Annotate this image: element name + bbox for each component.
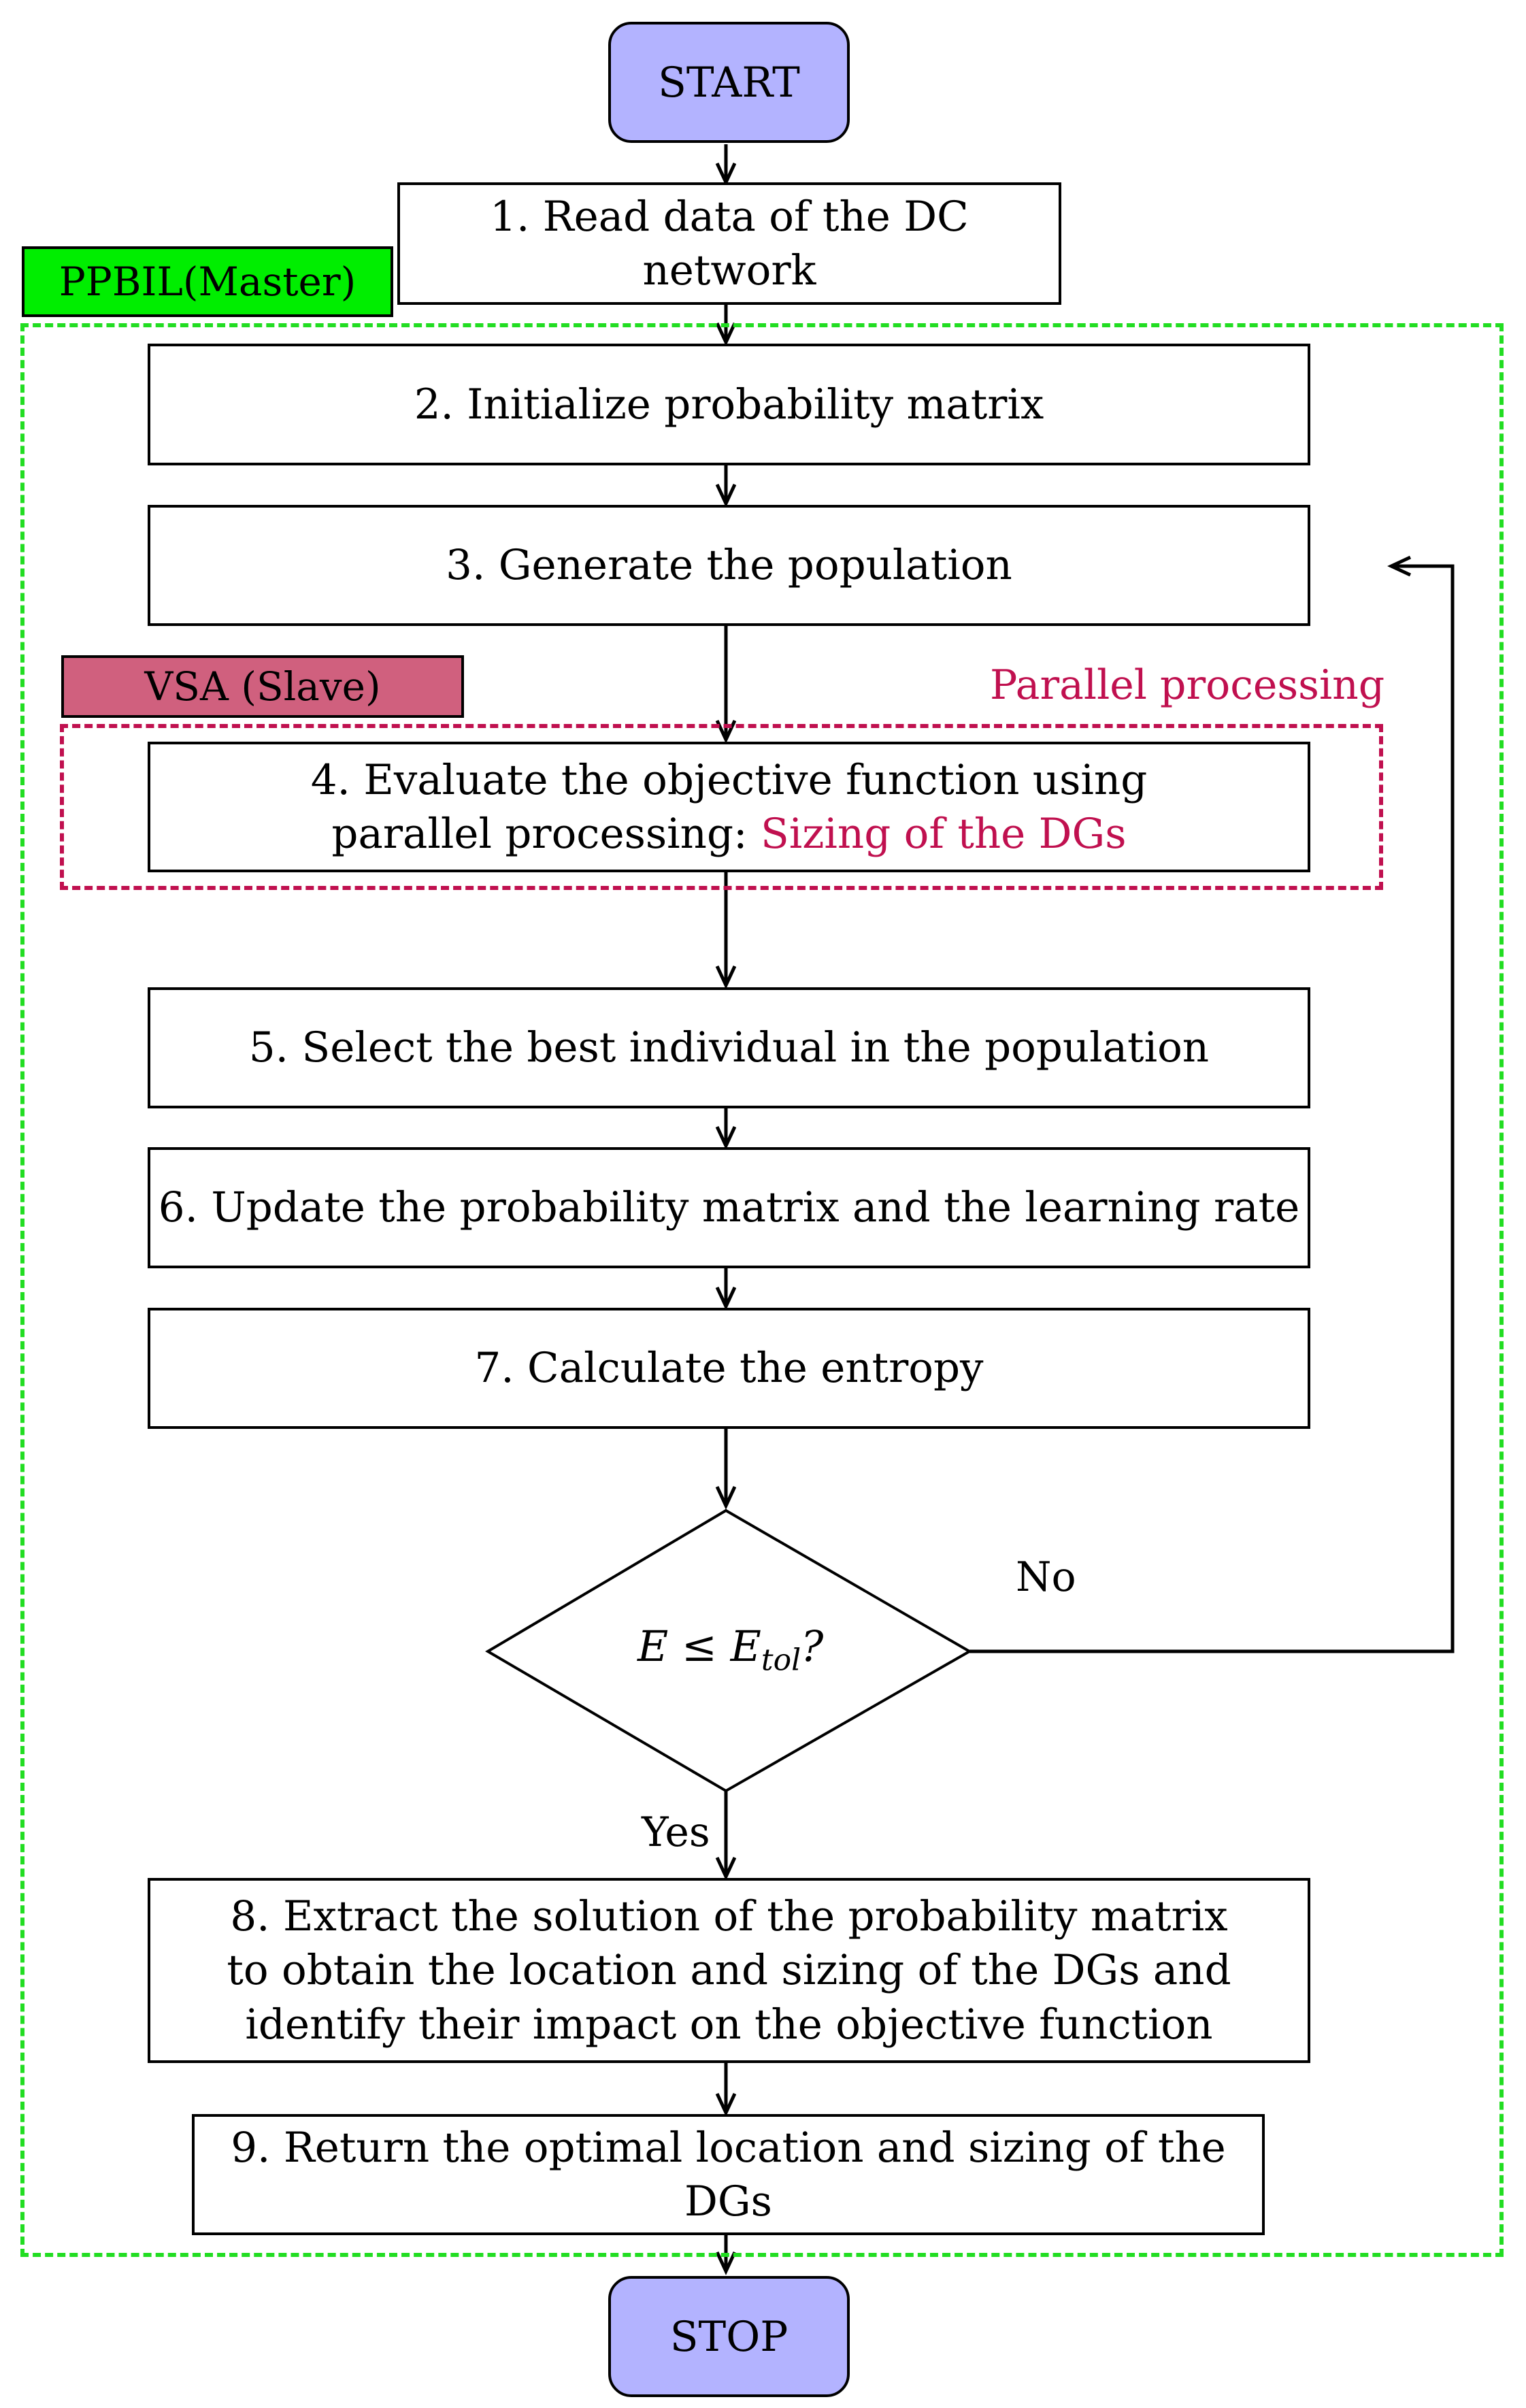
step-6-box: 6. Update the probability matrix and the…: [148, 1147, 1310, 1268]
step-8-line-2: to obtain the location and sizing of the…: [227, 1946, 1231, 1995]
step-9-box: 9. Return the optimal location and sizin…: [192, 2114, 1265, 2235]
step-9-text: 9. Return the optimal location and sizin…: [231, 2123, 1226, 2226]
step-2-text: 2. Initialize probability matrix: [414, 380, 1044, 429]
master-region: [20, 323, 1504, 2257]
step-1-box: 1. Read data of the DC network: [397, 182, 1061, 305]
step-4-line-2-highlight: Sizing of the DGs: [760, 810, 1127, 858]
step-1-text: 1. Read data of the DC network: [490, 192, 969, 295]
decision-operator: ≤: [681, 1621, 717, 1671]
step-4-content: 4. Evaluate the objective function using…: [311, 753, 1148, 861]
branch-no-label: No: [1016, 1553, 1076, 1601]
stop-label: STOP: [669, 2312, 789, 2361]
master-label: PPBIL(Master): [22, 246, 393, 317]
step-5-box: 5. Select the best individual in the pop…: [148, 987, 1310, 1108]
step-5-text: 5. Select the best individual in the pop…: [248, 1023, 1210, 1072]
step-8-line-3: identify their impact on the objective f…: [245, 2000, 1213, 2049]
step-4-line-1: 4. Evaluate the objective function using: [310, 755, 1148, 804]
stop-terminal: STOP: [608, 2276, 850, 2397]
step-7-text: 7. Calculate the entropy: [474, 1344, 984, 1393]
step-4-line-2: parallel processing: Sizing of the DGs: [311, 807, 1148, 861]
start-label: START: [658, 58, 800, 107]
decision-question: ?: [801, 1621, 824, 1671]
step-3-box: 3. Generate the population: [148, 505, 1310, 626]
step-8-line-1: 8. Extract the solution of the probabili…: [230, 1892, 1228, 1941]
step-4-box: 4. Evaluate the objective function using…: [148, 742, 1310, 872]
decision-condition: E ≤ Etol?: [637, 1621, 823, 1677]
step-6-text: 6. Update the probability matrix and the…: [158, 1183, 1300, 1232]
decision-lhs: E: [637, 1621, 669, 1671]
step-2-box: 2. Initialize probability matrix: [148, 344, 1310, 465]
step-8-content: 8. Extract the solution of the probabili…: [227, 1890, 1231, 2051]
slave-label-text: VSA (Slave): [144, 663, 381, 710]
branch-yes-label: Yes: [642, 1809, 710, 1856]
step-7-box: 7. Calculate the entropy: [148, 1308, 1310, 1429]
decision-diamond: [485, 1508, 973, 1793]
arrow-decision-no-loop: [969, 566, 1455, 1653]
step-4-line-2-prefix: parallel processing:: [331, 810, 748, 858]
slave-label: VSA (Slave): [61, 655, 464, 718]
decision-rhs: E: [730, 1621, 761, 1671]
step-3-text: 3. Generate the population: [446, 541, 1012, 590]
master-label-text: PPBIL(Master): [59, 259, 356, 305]
decision-rhs-sub: tol: [761, 1643, 801, 1678]
parallel-region: [60, 724, 1383, 890]
start-terminal: START: [608, 22, 850, 143]
parallel-label: Parallel processing: [990, 661, 1385, 709]
step-8-box: 8. Extract the solution of the probabili…: [148, 1878, 1310, 2063]
